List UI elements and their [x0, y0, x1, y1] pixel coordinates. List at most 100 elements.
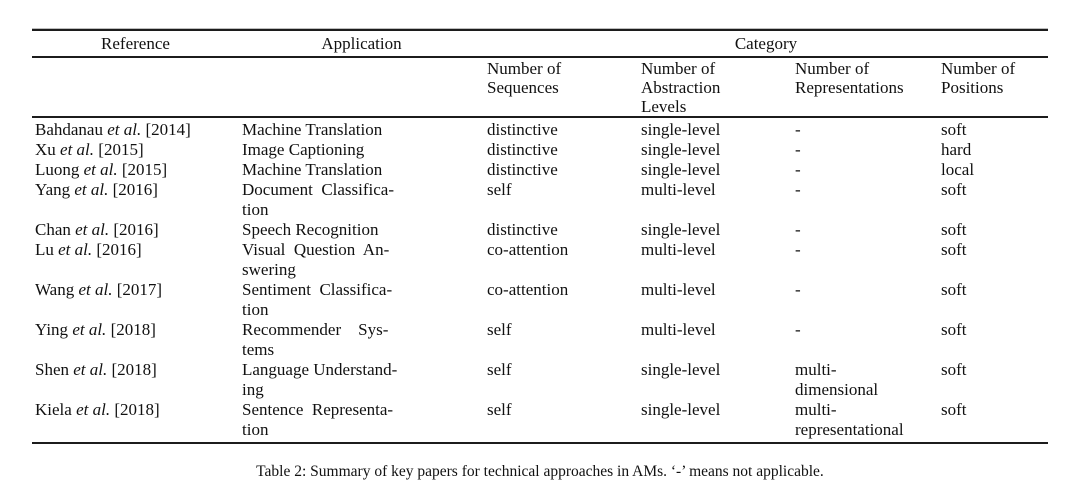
- reference-cell: Shen et al. [2018]: [32, 360, 239, 380]
- reference-etal: et al.: [107, 120, 142, 139]
- reference-year: [2015]: [98, 140, 144, 159]
- application-cell: Recommender Sys- tems: [242, 320, 389, 359]
- reference-cell: Kiela et al. [2018]: [32, 400, 239, 420]
- reference-etal: et al.: [75, 220, 110, 239]
- application-cell: Visual Question An- swering: [242, 240, 390, 279]
- column-header-number-of-abstraction-levels: Number of Abstraction Levels: [641, 59, 721, 116]
- reference-cell: Luong et al. [2015]: [32, 160, 239, 180]
- reference-year: [2018]: [114, 400, 160, 419]
- positions-cell: soft: [941, 240, 967, 259]
- reference-cell: Chan et al. [2016]: [32, 220, 239, 240]
- subheader-spacer-application: [239, 59, 484, 116]
- representations-cell: -: [795, 220, 801, 239]
- table-row: Yang et al. [2016] Document Classifica- …: [32, 180, 1048, 220]
- reference-etal: et al.: [58, 240, 93, 259]
- table-caption: Table 2: Summary of key papers for techn…: [256, 463, 824, 480]
- reference-year: [2016]: [96, 240, 142, 259]
- abstraction-levels-cell: single-level: [641, 360, 721, 379]
- sequences-cell: self: [487, 400, 512, 419]
- positions-cell: hard: [941, 140, 972, 159]
- positions-cell: local: [941, 160, 975, 179]
- table-row: Bahdanau et al. [2014] Machine Translati…: [32, 120, 1048, 140]
- representations-cell: -: [795, 280, 801, 299]
- table-row: Xu et al. [2015] Image Captioning distin…: [32, 140, 1048, 160]
- sequences-cell: self: [487, 180, 512, 199]
- column-header-application: Application: [321, 33, 402, 53]
- application-cell: Machine Translation: [242, 160, 383, 179]
- positions-cell: soft: [941, 360, 967, 379]
- subheader-spacer-reference: [32, 59, 239, 116]
- reference-author: Xu: [35, 140, 56, 159]
- positions-cell: soft: [941, 120, 967, 139]
- positions-cell: soft: [941, 320, 967, 339]
- representations-cell: -: [795, 240, 801, 259]
- sequences-cell: co-attention: [487, 280, 569, 299]
- reference-etal: et al.: [83, 160, 118, 179]
- application-cell: Sentiment Classifica- tion: [242, 280, 393, 319]
- reference-year: [2018]: [111, 360, 157, 379]
- sequences-cell: self: [487, 360, 512, 379]
- table-subheader-row: Number of Sequences Number of Abstractio…: [32, 58, 1048, 116]
- reference-author: Bahdanau: [35, 120, 103, 139]
- sequences-cell: self: [487, 320, 512, 339]
- abstraction-levels-cell: multi-level: [641, 240, 716, 259]
- table-header-row: Reference Application Category: [32, 31, 1048, 56]
- reference-author: Yang: [35, 180, 71, 199]
- application-cell: Document Classifica- tion: [242, 180, 395, 219]
- column-header-reference: Reference: [101, 33, 170, 53]
- representations-cell: -: [795, 120, 801, 139]
- reference-year: [2017]: [116, 280, 163, 299]
- table-rule-under-header: [32, 56, 1048, 58]
- positions-cell: soft: [941, 280, 967, 299]
- application-cell: Sentence Representa- tion: [242, 400, 394, 439]
- reference-author: Luong: [35, 160, 80, 179]
- reference-etal: et al.: [73, 360, 108, 379]
- representations-cell: multi- representational: [795, 400, 904, 439]
- reference-cell: Lu et al. [2016]: [32, 240, 239, 260]
- table-body: Bahdanau et al. [2014] Machine Translati…: [32, 118, 1048, 442]
- table-row: Luong et al. [2015] Machine Translation …: [32, 160, 1048, 180]
- reference-cell: Bahdanau et al. [2014]: [32, 120, 239, 140]
- sequences-cell: distinctive: [487, 160, 558, 179]
- table-row: Shen et al. [2018] Language Understand- …: [32, 360, 1048, 400]
- reference-author: Wang: [35, 280, 75, 299]
- application-cell: Image Captioning: [242, 140, 365, 159]
- reference-author: Kiela: [35, 400, 72, 419]
- table-row: Lu et al. [2016] Visual Question An- swe…: [32, 240, 1048, 280]
- table-row: Ying et al. [2018] Recommender Sys- tems…: [32, 320, 1048, 360]
- abstraction-levels-cell: multi-level: [641, 180, 716, 199]
- reference-author: Chan: [35, 220, 71, 239]
- abstraction-levels-cell: multi-level: [641, 280, 716, 299]
- reference-etal: et al.: [78, 280, 113, 299]
- reference-cell: Yang et al. [2016]: [32, 180, 239, 200]
- positions-cell: soft: [941, 400, 967, 419]
- abstraction-levels-cell: single-level: [641, 160, 721, 179]
- reference-author: Ying: [35, 320, 69, 339]
- reference-year: [2018]: [110, 320, 156, 339]
- table-rule-bottom: [32, 442, 1048, 444]
- positions-cell: soft: [941, 180, 967, 199]
- sequences-cell: co-attention: [487, 240, 569, 259]
- positions-cell: soft: [941, 220, 967, 239]
- representations-cell: -: [795, 320, 801, 339]
- column-header-number-of-sequences: Number of Sequences: [487, 59, 562, 97]
- table-row: Wang et al. [2017] Sentiment Classifica-…: [32, 280, 1048, 320]
- sequences-cell: distinctive: [487, 120, 558, 139]
- representations-cell: -: [795, 180, 801, 199]
- reference-cell: Ying et al. [2018]: [32, 320, 239, 340]
- abstraction-levels-cell: single-level: [641, 120, 721, 139]
- reference-cell: Xu et al. [2015]: [32, 140, 239, 160]
- sequences-cell: distinctive: [487, 140, 558, 159]
- representations-cell: multi- dimensional: [795, 360, 879, 399]
- abstraction-levels-cell: single-level: [641, 400, 721, 419]
- column-header-number-of-representations: Number of Representations: [795, 59, 904, 97]
- reference-etal: et al.: [72, 320, 107, 339]
- abstraction-levels-cell: single-level: [641, 140, 721, 159]
- abstraction-levels-cell: multi-level: [641, 320, 716, 339]
- table-rule-under-subheader: [32, 116, 1048, 118]
- reference-etal: et al.: [76, 400, 111, 419]
- summary-table: Reference Application Category Number of…: [32, 28, 1048, 444]
- reference-cell: Wang et al. [2017]: [32, 280, 239, 300]
- reference-year: [2016]: [112, 180, 158, 199]
